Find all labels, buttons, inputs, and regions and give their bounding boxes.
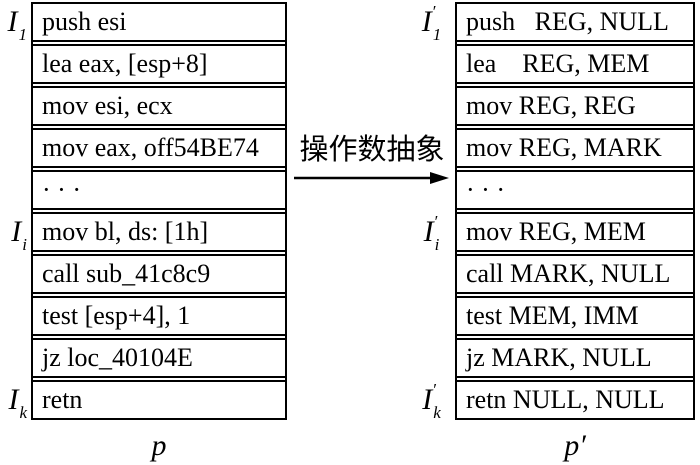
instruction-cell: retn	[33, 380, 285, 420]
instruction-cell: · · ·	[33, 170, 285, 210]
right-arrow-icon	[294, 172, 449, 184]
instruction-cell: mov bl, ds: [1h]	[33, 212, 285, 252]
instruction-cell: · · ·	[457, 170, 693, 210]
instruction-cell: mov esi, ecx	[33, 86, 285, 126]
instruction-cell: mov REG, REG	[457, 86, 693, 126]
right-row-label-i1-prime: I′1	[413, 2, 450, 44]
label-subscript: 1	[432, 25, 442, 44]
label-base: I	[423, 215, 434, 248]
label-prime	[19, 3, 28, 20]
label-base: I	[8, 383, 19, 416]
label-prime	[19, 381, 27, 398]
label-base: I	[422, 383, 433, 416]
abstracted-instruction-table: push REG, NULL lea REG, MEM mov REG, REG…	[455, 2, 695, 420]
label-subscript: i	[434, 235, 440, 254]
original-instruction-table: push esi lea eax, [esp+8] mov esi, ecx m…	[31, 2, 287, 420]
instruction-cell: test [esp+4], 1	[33, 296, 285, 336]
instruction-cell: jz MARK, NULL	[457, 338, 693, 378]
label-stack: k	[19, 381, 27, 422]
instruction-cell: jz loc_40104E	[33, 338, 285, 378]
label-prime: ′	[434, 212, 439, 231]
label-subscript: k	[433, 403, 441, 422]
instruction-cell: mov REG, MEM	[457, 212, 693, 252]
label-subscript: i	[22, 235, 27, 254]
label-base: I	[7, 5, 18, 38]
instruction-cell: test MEM, IMM	[457, 296, 693, 336]
instruction-cell: push esi	[33, 2, 285, 42]
label-prime: ′	[432, 2, 437, 21]
caption-p-prime: p′	[564, 429, 586, 462]
instruction-cell: mov eax, off54BE74	[33, 128, 285, 168]
instruction-cell: call sub_41c8c9	[33, 254, 285, 294]
label-prime	[22, 213, 27, 230]
instruction-cell: mov REG, MARK	[457, 128, 693, 168]
instruction-cell: push REG, NULL	[457, 2, 693, 42]
instruction-cell: retn NULL, NULL	[457, 380, 693, 420]
right-row-label-ik-prime: I′k	[413, 380, 450, 422]
label-base: I	[421, 5, 432, 38]
label-base: I	[11, 215, 22, 248]
label-prime: ′	[433, 380, 437, 399]
transform-label: 操作数抽象	[299, 134, 445, 166]
label-subscript: 1	[18, 25, 28, 44]
instruction-cell: lea REG, MEM	[457, 44, 693, 84]
label-stack: ′i	[434, 212, 440, 254]
instruction-cell: call MARK, NULL	[457, 254, 693, 294]
label-stack: ′1	[432, 2, 442, 44]
right-row-label-ii-prime: I′i	[413, 212, 450, 254]
label-stack: 1	[18, 3, 28, 44]
label-stack: i	[22, 213, 27, 254]
label-stack: ′k	[433, 380, 441, 422]
instruction-cell: lea eax, [esp+8]	[33, 44, 285, 84]
label-subscript: k	[19, 403, 27, 422]
caption-p: p	[151, 429, 167, 462]
